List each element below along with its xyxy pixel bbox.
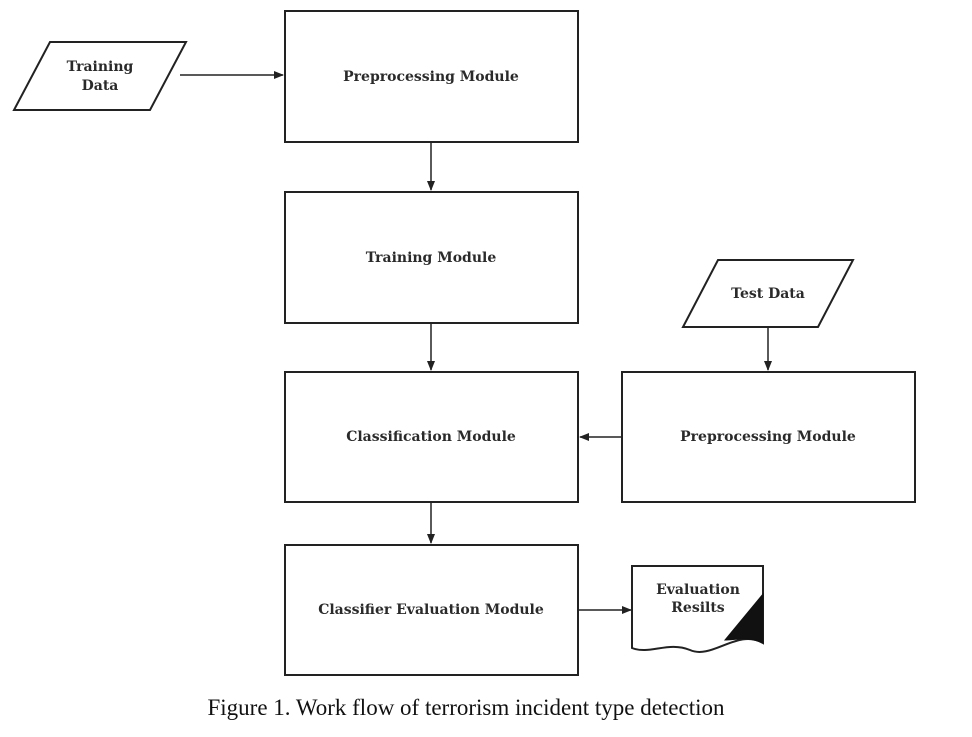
classification-module-label: Classification Module: [346, 429, 516, 445]
node-classification-module: Classification Module: [284, 371, 579, 503]
training-data-label-line2: Data: [82, 78, 119, 94]
node-evaluation-results: Evaluation Resilts: [631, 565, 764, 653]
node-training-module: Training Module: [284, 191, 579, 324]
preprocessing-module-1-label: Preprocessing Module: [343, 69, 519, 85]
document-fold-icon: [723, 592, 764, 644]
node-training-data: Training Data: [12, 41, 188, 111]
node-preprocessing-module-1: Preprocessing Module: [284, 10, 579, 143]
node-classifier-evaluation-module: Classifier Evaluation Module: [284, 544, 579, 676]
training-data-label-line1: Training: [67, 59, 134, 75]
node-test-data: Test Data: [681, 259, 855, 328]
evaluation-results-label-line2: Resilts: [671, 600, 725, 616]
training-module-label: Training Module: [366, 250, 497, 266]
diagram-edges: [180, 71, 772, 614]
node-preprocessing-module-2: Preprocessing Module: [621, 371, 916, 503]
classifier-evaluation-module-label: Classifier Evaluation Module: [318, 602, 544, 618]
preprocessing-module-2-label: Preprocessing Module: [680, 429, 856, 445]
evaluation-results-label-line1: Evaluation: [656, 582, 740, 598]
test-data-label: Test Data: [731, 286, 805, 302]
figure-caption: Figure 1. Work flow of terrorism inciden…: [207, 695, 725, 720]
